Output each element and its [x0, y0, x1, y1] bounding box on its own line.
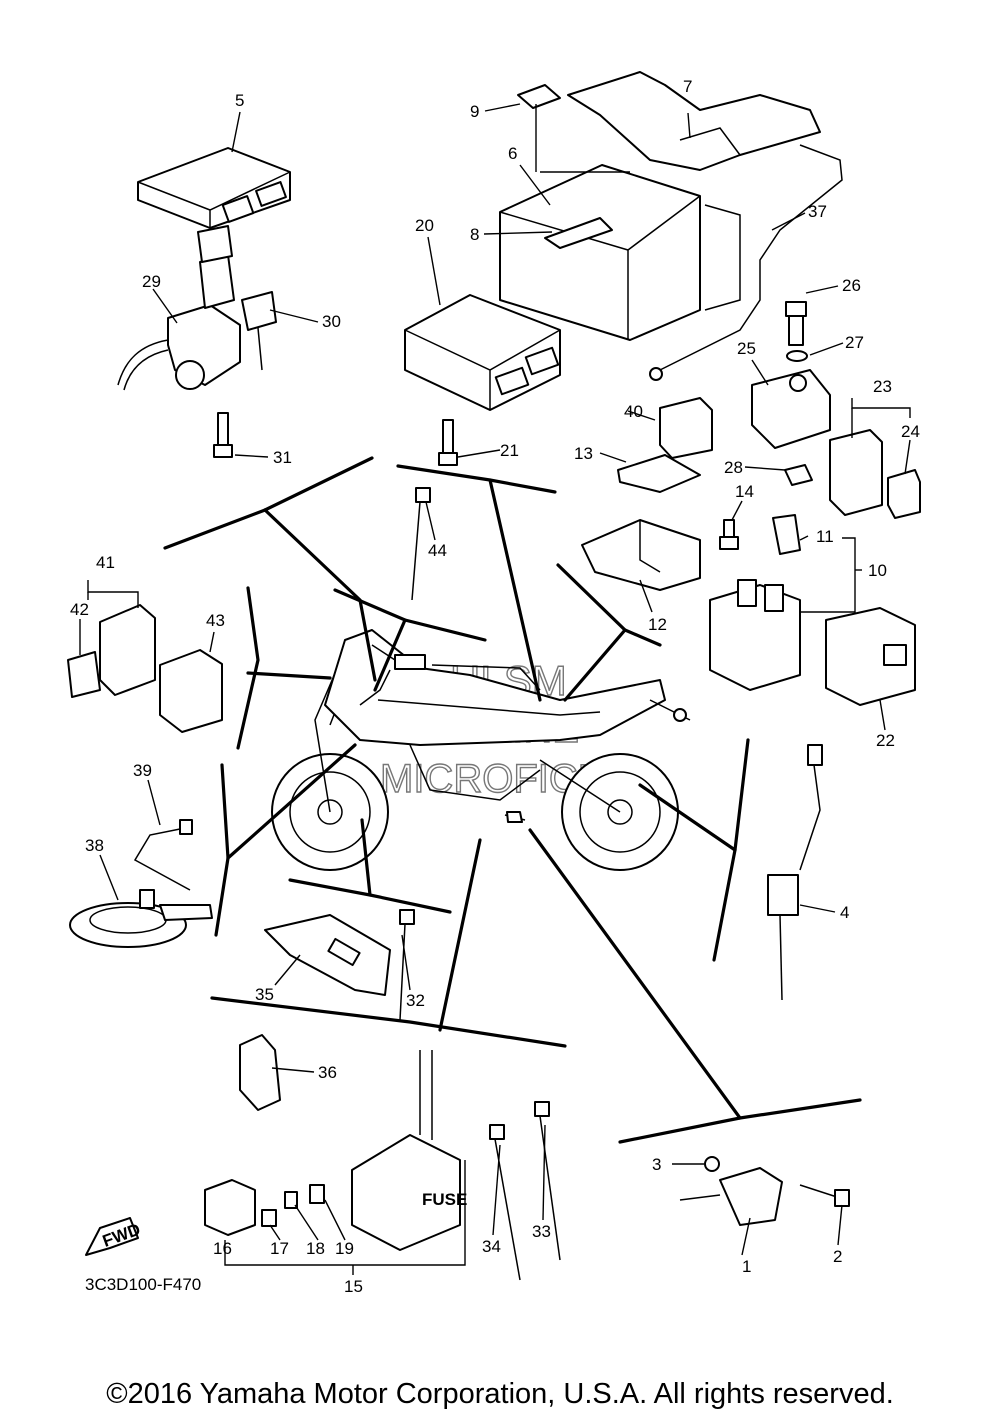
- part-44-band: [411, 487, 431, 601]
- callout-1: 1: [742, 1257, 751, 1276]
- leader-lines: [163, 456, 862, 1144]
- callout-32: 32: [406, 991, 425, 1010]
- part-11-fuse: [772, 514, 801, 555]
- callout-19: 19: [335, 1239, 354, 1258]
- callout-12: 12: [648, 615, 667, 634]
- callout-numbers: 1 2 3 4 5 6 7 8 9 10 11 12 13 14 15 16 1…: [70, 77, 920, 1296]
- fwd-arrow-icon: FWD: [85, 1217, 143, 1256]
- callout-13: 13: [574, 444, 593, 463]
- part-19-fuse: [309, 1184, 325, 1204]
- part-1-sensor: [679, 1167, 783, 1226]
- part-14-bolt: [719, 519, 739, 550]
- part-22-relay: [825, 607, 916, 706]
- part-39-lead: [133, 819, 193, 891]
- part-4-switch: [767, 744, 823, 1001]
- callout-4: 4: [840, 903, 849, 922]
- part-18-fuse: [284, 1191, 298, 1209]
- callout-11: 11: [816, 527, 834, 546]
- callout-leaders: [79, 103, 911, 1275]
- callout-29: 29: [142, 272, 161, 291]
- callout-7: 7: [683, 77, 692, 96]
- part-21-bolt: [438, 419, 458, 466]
- part-6-battery: [499, 164, 741, 341]
- part-28-bracket: [784, 464, 813, 486]
- callout-21: 21: [500, 441, 519, 460]
- callout-35: 35: [255, 985, 274, 1004]
- part-17-fuse: [261, 1209, 277, 1227]
- callout-2: 2: [833, 1247, 842, 1266]
- part-27-washer: [786, 350, 808, 362]
- callout-22: 22: [876, 731, 895, 750]
- callout-28: 28: [724, 458, 743, 477]
- part-10-starter-relay: [709, 579, 801, 691]
- callout-15: 15: [344, 1277, 363, 1296]
- part-12-cover: [581, 519, 701, 591]
- part-9-clip: [517, 84, 561, 109]
- callout-26: 26: [842, 276, 861, 295]
- callout-42: 42: [70, 600, 89, 619]
- part-42-connector: [67, 651, 101, 698]
- callout-39: 39: [133, 761, 152, 780]
- part-38-horn: [69, 889, 213, 948]
- callout-14: 14: [735, 482, 754, 501]
- part-30-key: [241, 291, 277, 371]
- part-26-bolt: [785, 301, 807, 346]
- callout-18: 18: [306, 1239, 325, 1258]
- callout-9: 9: [470, 102, 479, 121]
- callout-23: 23: [873, 377, 892, 396]
- part-40-relay: [659, 397, 713, 459]
- part-20-unit: [404, 294, 561, 411]
- fuse-box-label: FUSE: [422, 1190, 467, 1209]
- callout-31: 31: [273, 448, 292, 467]
- callout-30: 30: [322, 312, 341, 331]
- callout-43: 43: [206, 611, 225, 630]
- callout-16: 16: [213, 1239, 232, 1258]
- copyright-notice: ©2016 Yamaha Motor Corporation, U.S.A. A…: [106, 1378, 894, 1410]
- part-5-ecu: [137, 147, 291, 229]
- part-16-fuse-holder: [204, 1179, 256, 1236]
- part-31-bolt: [213, 412, 233, 458]
- part-41-relay: [99, 604, 156, 696]
- part-34-band: [489, 1124, 521, 1281]
- callout-3: 3: [652, 1155, 661, 1174]
- callout-44: 44: [428, 541, 447, 560]
- callout-17: 17: [270, 1239, 289, 1258]
- callout-20: 20: [415, 216, 434, 235]
- part-3-nut: [704, 1156, 720, 1172]
- part-36-clamp: [239, 1034, 281, 1111]
- callout-24: 24: [901, 422, 920, 441]
- part-24-relay: [887, 469, 921, 519]
- part-7-cover: [567, 71, 821, 171]
- callout-38: 38: [85, 836, 104, 855]
- part-2-bolt: [799, 1184, 850, 1207]
- callout-41: 41: [96, 553, 115, 572]
- callout-36: 36: [318, 1063, 337, 1082]
- callout-34: 34: [482, 1237, 501, 1256]
- part-33-band: [534, 1101, 561, 1261]
- part-43-relay: [159, 649, 223, 733]
- motorcycle-illustration: [271, 629, 691, 871]
- drawing-code: 3C3D100-F470: [85, 1275, 201, 1294]
- callout-33: 33: [532, 1222, 551, 1241]
- part-15-fuse-box: FUSE: [351, 1050, 467, 1251]
- callout-5: 5: [235, 91, 244, 110]
- callout-37: 37: [808, 202, 827, 221]
- callout-40: 40: [624, 402, 643, 421]
- callout-27: 27: [845, 333, 864, 352]
- part-29-main-switch: [117, 225, 241, 391]
- part-32-band: [399, 909, 415, 1021]
- part-13-bracket: [617, 454, 701, 493]
- callout-10: 10: [868, 561, 887, 580]
- part-37-lead: [649, 144, 843, 381]
- callout-25: 25: [737, 339, 756, 358]
- fwd-label: FWD: [100, 1220, 143, 1251]
- part-35-manual: [264, 914, 391, 996]
- callout-8: 8: [470, 225, 479, 244]
- part-23-relay: [829, 429, 883, 516]
- callout-6: 6: [508, 144, 517, 163]
- part-25-relay: [751, 369, 831, 449]
